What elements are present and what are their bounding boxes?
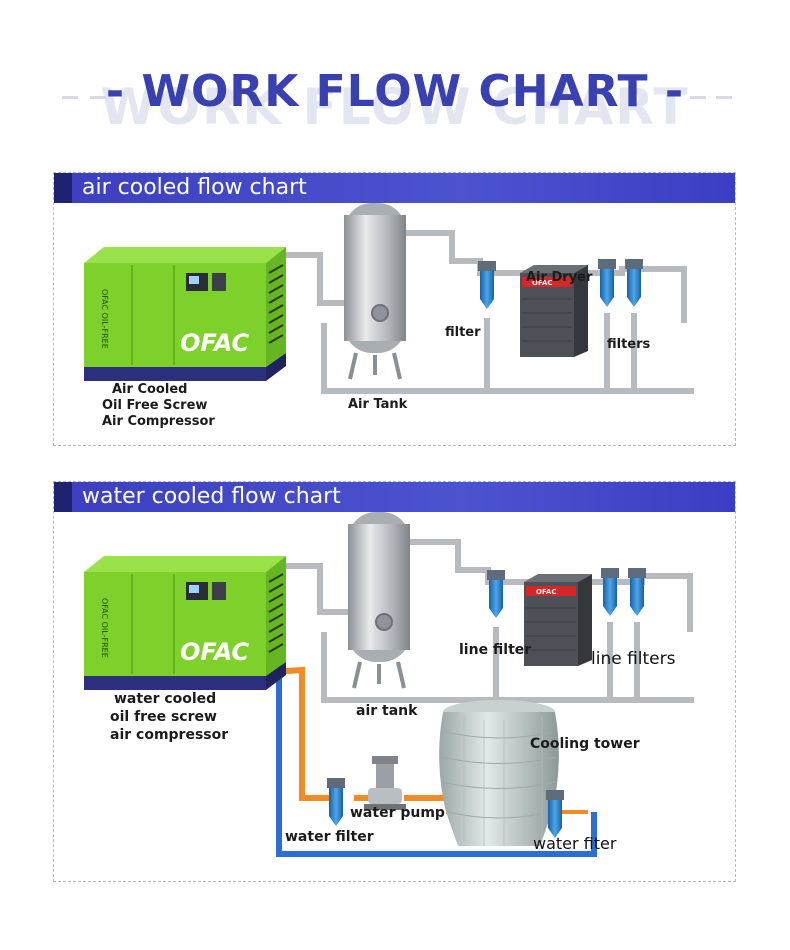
- title-shadow-text: WORK FLOW CHART: [100, 78, 690, 136]
- filters-label: filters: [607, 337, 651, 352]
- post-filters-image: [598, 259, 643, 307]
- heading-accent-mark: [54, 482, 72, 512]
- air-cooled-panel: air cooled flow chart: [53, 172, 736, 446]
- cooling-tower-image: [439, 700, 559, 846]
- air-pipe-network: [286, 539, 694, 703]
- compressor-label-line: air compressor: [110, 727, 229, 743]
- water-cooled-compressor-image: OFAC OIL-FREE OFAC: [84, 556, 286, 690]
- page-header: WORK FLOW CHART - WORK FLOW CHART -: [0, 48, 790, 138]
- air-cooled-diagram: OFAC OIL-FREE OFAC: [84, 203, 694, 394]
- line-filter-label: line filter: [459, 642, 532, 658]
- water-pump-label: water pump: [350, 805, 445, 821]
- compressor-brand-logo: OFAC: [180, 638, 250, 666]
- water-cooled-heading: water cooled flow chart: [82, 484, 341, 509]
- water-filter-left-label: water filter: [285, 829, 374, 845]
- compressor-label-line: Air Cooled: [112, 382, 188, 397]
- air-tank-label: air tank: [356, 703, 418, 719]
- compressor-label-line: oil free screw: [110, 709, 217, 725]
- compressor-label-line: water cooled: [114, 691, 217, 707]
- air-dryer-image: OFAC: [520, 265, 588, 357]
- compressor-brand-logo: OFAC: [180, 329, 250, 357]
- dryer-brand-logo: OFAC: [532, 279, 552, 287]
- water-filter-left-image: [327, 778, 345, 826]
- heading-accent-mark: [54, 173, 72, 203]
- water-pump-image: [364, 756, 406, 810]
- post-filters-image: [601, 568, 646, 616]
- compressor-side-text: OFAC OIL-FREE: [100, 598, 109, 658]
- air-tank-image: [344, 203, 406, 380]
- title-dash-decoration: [716, 96, 732, 99]
- cooling-tower-label: Cooling tower: [530, 736, 640, 752]
- compressor-label-line: Air Compressor: [102, 414, 215, 429]
- compressor-label: Air Cooled Oil Free Screw Air Compressor: [102, 382, 215, 430]
- compressor-side-text: OFAC OIL-FREE: [100, 289, 109, 349]
- compressor-label: water cooled oil free screw air compress…: [110, 690, 228, 744]
- compressor-label-line: Oil Free Screw: [102, 398, 208, 413]
- air-cooled-heading: air cooled flow chart: [82, 175, 307, 200]
- line-filter-image: [487, 570, 505, 618]
- water-cooled-panel: water cooled flow chart: [53, 481, 736, 882]
- water-filter-right-label: water fiter: [533, 834, 617, 853]
- line-filter-image: [478, 261, 496, 309]
- dryer-brand-logo: OFAC: [536, 588, 556, 596]
- air-cooled-heading-bar: air cooled flow chart: [54, 173, 735, 203]
- air-cooled-compressor-image: OFAC OIL-FREE OFAC: [84, 247, 286, 381]
- title-dash-decoration: [690, 96, 706, 99]
- air-dryer-image: OFAC: [524, 574, 592, 666]
- air-tank-label: Air Tank: [348, 397, 408, 412]
- page-title: - WORK FLOW CHART -: [105, 66, 685, 117]
- filter-label: filter: [445, 325, 481, 340]
- water-cooled-heading-bar: water cooled flow chart: [54, 482, 735, 512]
- air-tank-image: [348, 512, 410, 689]
- air-dryer-label: Air Dryer: [526, 270, 593, 285]
- title-dash-decoration: [90, 96, 106, 99]
- title-dash-decoration: [62, 96, 78, 99]
- water-filter-right-image: [546, 790, 564, 838]
- water-cooled-diagram: OFAC OIL-FREE OFAC OFAC: [84, 512, 694, 857]
- line-filters-label: line filters: [591, 649, 676, 669]
